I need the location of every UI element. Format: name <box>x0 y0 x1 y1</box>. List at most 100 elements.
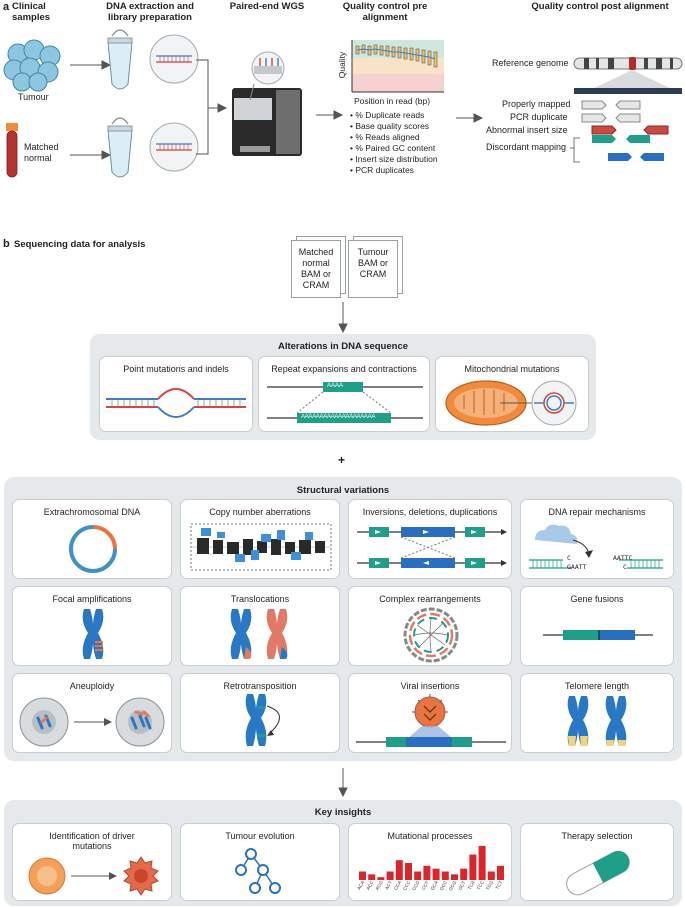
aneuploidy-icon <box>19 697 165 747</box>
properly-mapped-label: Properly mapped <box>502 99 571 109</box>
card-title: Inversions, deletions, duplications <box>362 507 498 517</box>
card-title: Viral insertions <box>400 681 460 691</box>
header-dna-extraction: DNA extraction and library preparation <box>106 1 194 23</box>
card-retrotransposition: Retrotransposition <box>180 673 340 753</box>
dna-alterations-title: Alterations in DNA sequence <box>277 341 409 352</box>
inversion-icon <box>357 527 507 568</box>
card-title: Copy number aberrations <box>209 507 311 517</box>
signature-bar <box>386 871 394 880</box>
discordant-mapping-label: Discordant mapping <box>486 142 567 152</box>
structural-variations-title: Structural variations <box>296 485 390 496</box>
chromosome-amplification-icon <box>82 609 104 659</box>
circos-plot-icon <box>403 607 459 663</box>
pcr-duplicate-label: PCR duplicate <box>510 112 568 122</box>
panel-b-letter: b <box>3 238 10 250</box>
extraction-tube-bottom-icon <box>107 117 199 178</box>
card-viral-insertions: Viral insertions <box>348 673 512 753</box>
ecdna-circle-icon <box>69 525 117 573</box>
card-title: Identification of driver mutations <box>49 831 135 851</box>
reference-genome-label: Reference genome <box>492 58 569 68</box>
tumour-cells-icon <box>3 39 61 92</box>
qc-y-label: Quality <box>337 51 347 79</box>
arrow-to-key-insights <box>338 768 348 798</box>
card-inversions: Inversions, deletions, duplications <box>348 499 512 579</box>
signature-tick-label: GCC <box>439 879 449 891</box>
header-paired-end-wgs: Paired-end WGS <box>229 1 305 12</box>
signature-bar <box>414 871 422 880</box>
card-therapy-selection: Therapy selection <box>520 823 674 901</box>
signature-tick-label: TCC <box>476 879 485 890</box>
pill-capsule-icon <box>566 850 630 896</box>
signature-tick-label: GCT <box>457 880 466 891</box>
signature-tick-label: ACG <box>374 880 384 891</box>
card-title: DNA repair mechanisms <box>548 507 646 517</box>
header-qc-post: Quality control post alignment <box>531 1 669 12</box>
signature-bar <box>460 868 468 880</box>
card-title: Complex rearrangements <box>379 594 481 604</box>
signature-bar <box>377 877 385 880</box>
extraction-tube-top-icon <box>107 29 199 90</box>
card-dna-repair: DNA repair mechanisms C AATTC GAATT C <box>520 499 674 579</box>
dna-repair-icon <box>529 524 663 569</box>
card-title: Extrachromosomal DNA <box>43 507 141 517</box>
tumour-bam-doc: Tumour BAM or CRAM <box>348 240 398 298</box>
qc-metric: • % Paired GC content <box>350 143 436 153</box>
card-title: Retrotransposition <box>223 681 297 691</box>
card-title: Focal amplifications <box>52 594 132 604</box>
card-mitochondrial: Mitochondrial mutations <box>435 356 589 432</box>
card-title: Point mutations and indels <box>123 364 229 374</box>
card-focal-amplifications: Focal amplifications <box>12 586 172 666</box>
signature-tick-label: CCA <box>393 879 403 891</box>
mitochondrion-icon <box>445 380 577 426</box>
card-title: Tumour evolution <box>225 831 295 841</box>
signature-tick-label: CCC <box>402 879 412 891</box>
signature-bar <box>359 871 366 880</box>
signature-bar <box>395 860 403 880</box>
arrow-to-dna-alterations <box>338 302 348 334</box>
repair-c-left: C <box>567 554 571 562</box>
qc-quality-plot <box>351 40 444 93</box>
panel-a-letter: a <box>3 1 10 13</box>
header-qc-pre: Quality control pre alignment <box>342 1 428 23</box>
signature-bar <box>432 868 440 880</box>
card-title: Mitochondrial mutations <box>464 364 560 374</box>
repeat-long-text: AAAAAAAAAAAAAAAAAAAA <box>301 414 376 420</box>
driver-mutation-icon <box>28 856 159 896</box>
arrow-to-qc-post <box>456 113 484 123</box>
card-extrachromosomal-dna: Extrachromosomal DNA <box>12 499 172 579</box>
merge-arrow <box>196 59 228 155</box>
signature-bar <box>441 871 449 880</box>
signature-bar <box>451 874 458 880</box>
signature-tick-label: ACT <box>384 880 393 891</box>
qc-metrics-list: • % Duplicate reads • Base quality score… <box>350 110 438 176</box>
translocation-icon <box>230 609 288 659</box>
signature-tick-label: TCG <box>485 880 494 891</box>
qc-x-label: Position in read (bp) <box>354 96 431 106</box>
signature-bar <box>368 874 376 880</box>
reference-chromosome-icon <box>573 57 683 94</box>
card-point-mutations: Point mutations and indels <box>99 356 253 432</box>
signature-tick-label: GCG <box>448 880 458 892</box>
sequencer-icon <box>232 51 302 156</box>
signature-bar <box>497 865 504 880</box>
matched-normal-bam-doc: Matched normal BAM or CRAM <box>291 240 341 298</box>
arrow-to-qc-pre <box>316 110 344 120</box>
card-repeat-expansions: Repeat expansions and contractions AAAA … <box>258 356 430 432</box>
copy-number-plot <box>190 523 332 571</box>
signature-bar <box>487 871 495 880</box>
tumour-label: Tumour <box>18 92 49 102</box>
repair-bottom-left: GAATT <box>567 563 587 571</box>
key-insights-title: Key insights <box>314 807 372 818</box>
signature-bar <box>469 854 477 880</box>
signature-tick-label: ACC <box>365 879 375 890</box>
abnormal-insert-reads <box>591 125 669 135</box>
qc-metric: • % Duplicate reads <box>350 110 425 120</box>
card-title: Telomere length <box>564 681 630 691</box>
repeat-expansion-icon <box>267 382 423 423</box>
discordant-mapping-reads <box>570 135 664 163</box>
header-clinical-samples: Clinical samples <box>12 1 51 23</box>
card-translocations: Translocations <box>180 586 340 666</box>
card-tumour-evolution: Tumour evolution <box>180 823 340 901</box>
